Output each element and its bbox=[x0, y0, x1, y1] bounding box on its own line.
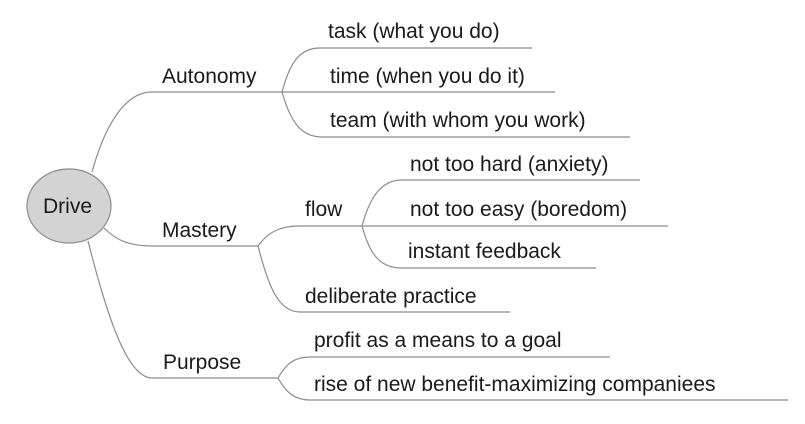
connector-root-mastery bbox=[103, 227, 258, 247]
branch-autonomy: Autonomy bbox=[162, 65, 257, 88]
connector-flow-hard bbox=[361, 179, 640, 227]
connector-purpose-profit bbox=[277, 356, 610, 379]
connector-flow-feedback bbox=[361, 225, 596, 269]
root-label: Drive bbox=[43, 195, 93, 218]
connector-autonomy-task bbox=[281, 47, 532, 93]
branch-mastery: Mastery bbox=[162, 219, 237, 242]
connector-mastery-flow bbox=[257, 225, 362, 247]
subbranch-flow: flow bbox=[305, 198, 343, 221]
leaf-deliberate-practice: deliberate practice bbox=[305, 285, 477, 308]
connector-root-purpose bbox=[87, 240, 278, 379]
connector-autonomy-team bbox=[281, 91, 630, 138]
leaf-rise: rise of new benefit-maximizing companiee… bbox=[314, 373, 716, 396]
connector-root-autonomy bbox=[91, 91, 282, 173]
branch-purpose: Purpose bbox=[163, 351, 242, 374]
leaf-profit: profit as a means to a goal bbox=[314, 329, 562, 352]
leaf-not-too-easy: not too easy (boredom) bbox=[410, 198, 628, 221]
connector-purpose-rise bbox=[277, 377, 788, 401]
leaf-team: team (with whom you work) bbox=[330, 109, 586, 132]
leaf-instant-feedback: instant feedback bbox=[408, 240, 561, 263]
leaf-task: task (what you do) bbox=[328, 20, 500, 43]
connector-mastery-deliberate bbox=[257, 245, 510, 313]
root-node bbox=[26, 168, 112, 244]
leaf-not-too-hard: not too hard (anxiety) bbox=[410, 153, 609, 176]
leaf-time: time (when you do it) bbox=[330, 65, 525, 88]
